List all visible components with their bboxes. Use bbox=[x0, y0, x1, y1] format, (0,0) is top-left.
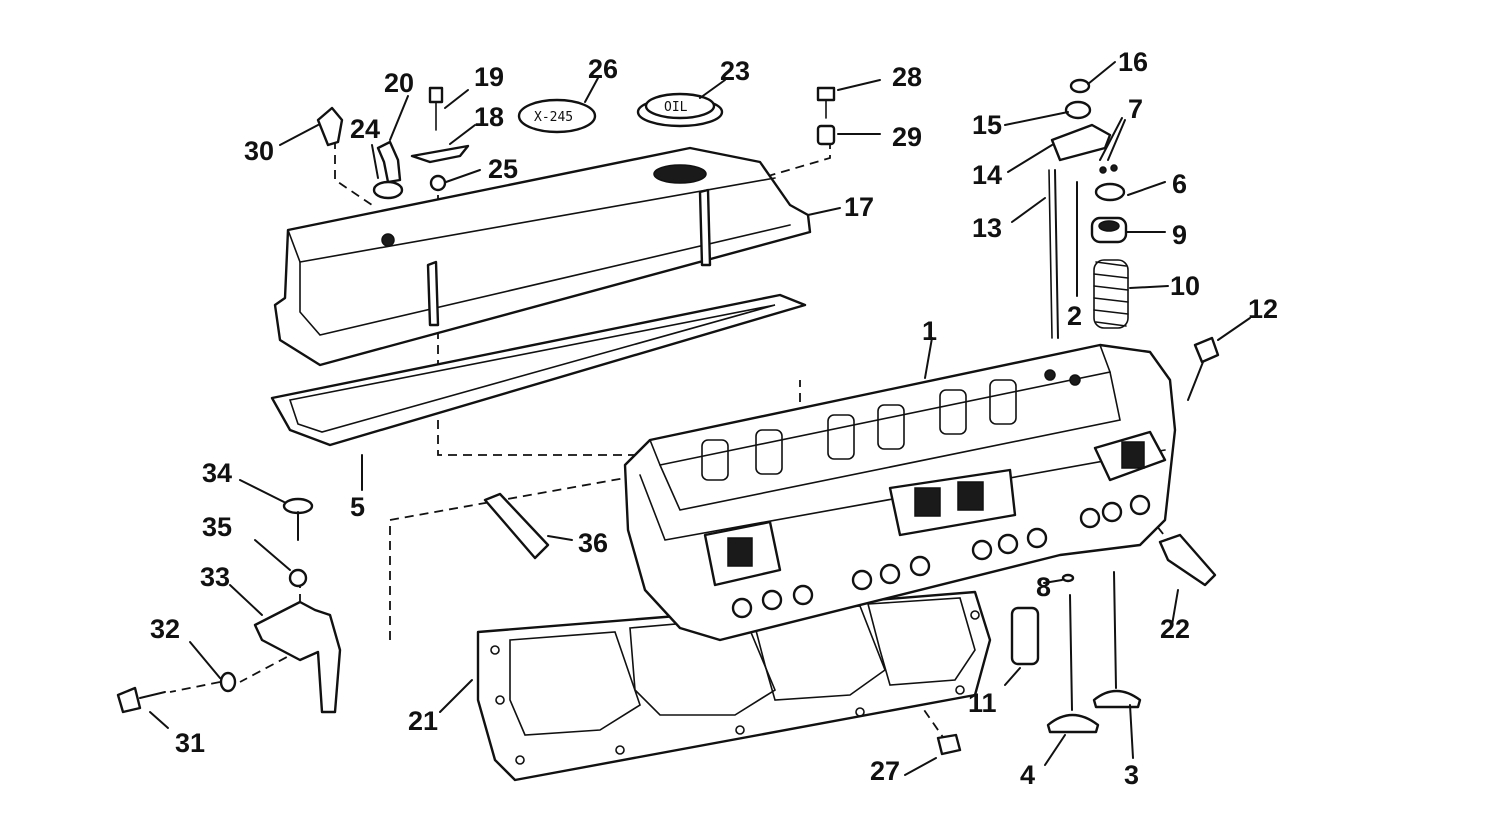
callout-33: 33 bbox=[200, 562, 230, 592]
cylinder-head bbox=[623, 343, 1177, 642]
callout-9: 9 bbox=[1172, 220, 1187, 250]
callout-4: 4 bbox=[1020, 760, 1035, 790]
callout-14: 14 bbox=[972, 160, 1002, 190]
callout-24: 24 bbox=[350, 114, 380, 144]
callout-22: 22 bbox=[1160, 614, 1190, 644]
callout-13: 13 bbox=[972, 213, 1002, 243]
bracket-hardware bbox=[116, 492, 550, 714]
oil-filler-cap: OIL bbox=[636, 92, 724, 128]
callout-2: 2 bbox=[1067, 301, 1082, 331]
callout-35: 35 bbox=[202, 512, 232, 542]
rocker-cover-gasket bbox=[270, 293, 807, 447]
callout-5: 5 bbox=[350, 492, 365, 522]
callout-27: 27 bbox=[870, 756, 900, 786]
callout-11: 11 bbox=[968, 688, 997, 718]
callout-3: 3 bbox=[1124, 760, 1139, 790]
callout-28: 28 bbox=[892, 62, 922, 92]
rocker-cover bbox=[273, 146, 812, 367]
callout-1: 1 bbox=[922, 316, 937, 346]
callout-25: 25 bbox=[488, 154, 518, 184]
callout-17: 17 bbox=[844, 192, 874, 222]
callout-23: 23 bbox=[720, 56, 750, 86]
callout-labels: 1 2 3 4 5 6 7 8 9 10 11 12 13 14 15 16 1… bbox=[150, 47, 1278, 790]
callout-19: 19 bbox=[474, 62, 504, 92]
callout-16: 16 bbox=[1118, 47, 1148, 77]
callout-8: 8 bbox=[1036, 572, 1051, 602]
oil-cap-label: OIL bbox=[664, 100, 688, 115]
callout-12: 12 bbox=[1248, 294, 1278, 324]
callout-21: 21 bbox=[408, 706, 438, 736]
callout-34: 34 bbox=[202, 458, 232, 488]
callout-29: 29 bbox=[892, 122, 922, 152]
callout-30: 30 bbox=[244, 136, 274, 166]
callout-6: 6 bbox=[1172, 169, 1187, 199]
callout-32: 32 bbox=[150, 614, 180, 644]
decal: X-245 bbox=[517, 98, 597, 134]
callout-26: 26 bbox=[588, 54, 618, 84]
callout-31: 31 bbox=[175, 728, 205, 758]
callout-20: 20 bbox=[384, 68, 414, 98]
callout-15: 15 bbox=[972, 110, 1002, 140]
leader-lines bbox=[149, 61, 1251, 776]
head-gasket bbox=[476, 590, 992, 782]
callout-36: 36 bbox=[578, 528, 608, 558]
callout-18: 18 bbox=[474, 102, 504, 132]
callout-10: 10 bbox=[1170, 271, 1200, 301]
cover-hardware bbox=[316, 86, 836, 200]
decal-label: X-245 bbox=[534, 110, 573, 125]
callout-7: 7 bbox=[1128, 94, 1143, 124]
valve-train bbox=[936, 78, 1220, 756]
